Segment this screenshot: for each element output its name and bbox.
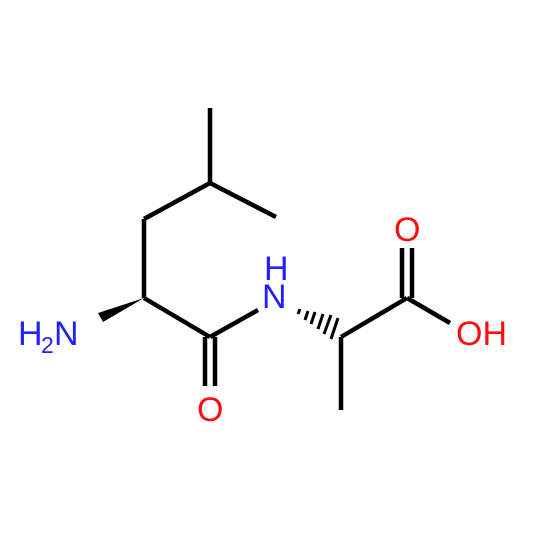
bond-acid-oh bbox=[405, 296, 452, 325]
bond-ch-ch2 bbox=[142, 181, 212, 221]
bond-alpha-acid bbox=[339, 296, 409, 339]
wedge-bond-amine bbox=[98, 298, 144, 322]
hydroxyl-label: OH bbox=[456, 315, 507, 353]
amine-subscript: 2 bbox=[41, 332, 54, 358]
bond-alpha-carbonyl bbox=[142, 296, 212, 339]
bond-carbonyl-n bbox=[208, 308, 260, 339]
acid-o-label: O bbox=[394, 211, 420, 249]
atom-amine: H 2 N bbox=[18, 315, 79, 358]
hashed-bond bbox=[296, 308, 340, 340]
amine-h: H bbox=[18, 315, 43, 353]
amine-n: N bbox=[54, 315, 79, 353]
amide-o-label: O bbox=[197, 391, 223, 429]
bond-methyl-right bbox=[208, 180, 278, 220]
amide-n-label: N bbox=[262, 278, 287, 316]
amide-h-label: H bbox=[264, 250, 289, 288]
